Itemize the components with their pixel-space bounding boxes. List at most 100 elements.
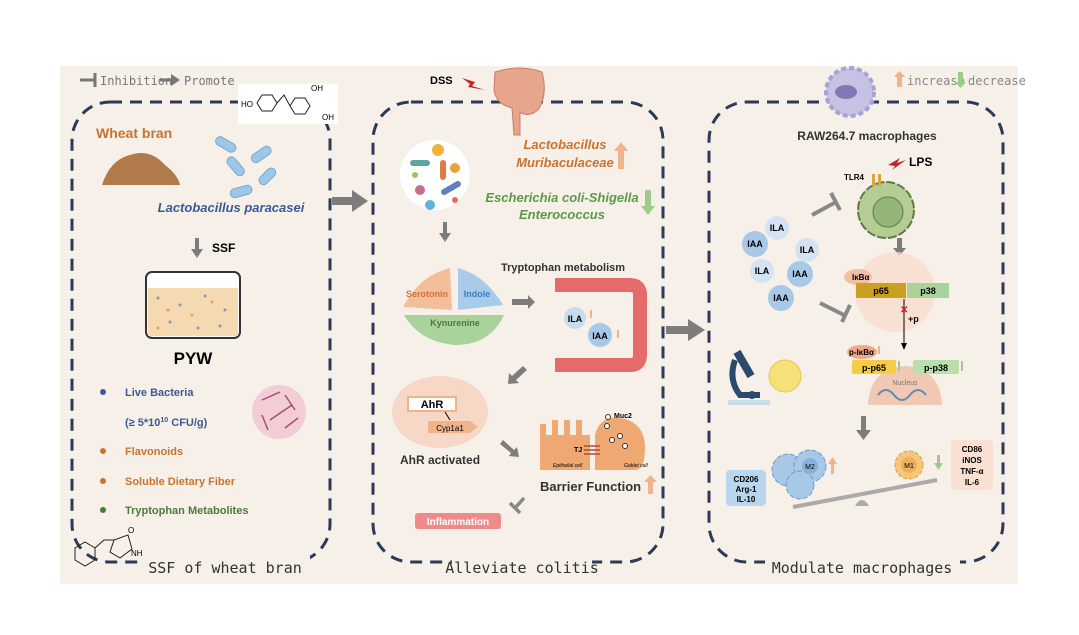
arrow-down-right [500,440,519,457]
increased-taxon-lactobacillus: Lactobacillus [523,137,606,152]
svg-text:M2: M2 [805,464,815,471]
svg-text:CD206: CD206 [734,475,759,484]
svg-text:HO: HO [241,100,253,109]
ahr-activated-label: AhR activated [400,453,480,467]
pyw-label: PYW [174,349,214,368]
increase-arrow-icon [614,142,628,169]
decrease-arrow-icon [958,72,963,84]
macrophage-icon [824,66,876,118]
bacteria-icon [215,136,277,199]
svg-text:TNF-α: TNF-α [960,467,983,476]
panel-macrophage-title: Modulate macrophages [772,559,953,577]
increase-decrease-legend: increase decrease [894,71,1026,88]
ssf-label: SSF [212,241,235,255]
inflammation-label: Inflammation [427,517,489,528]
activated-macrophage-icon [857,174,915,239]
dss-label: DSS [430,75,453,87]
p38-box [907,283,949,298]
lps-lightning-icon [888,158,906,170]
component-fiber: Soluble Dietary Fiber [125,476,236,488]
promote-arrow-1-2 [332,190,368,212]
decreased-taxon-enterococcus: Enterococcus [519,207,605,222]
p-ikba-shape [847,345,877,359]
decrease-arrow-icon [898,361,900,371]
m2-markers-box [726,470,766,506]
svg-text:p65: p65 [873,286,889,296]
svg-text:increase: increase [907,74,965,88]
ikba-shape [844,269,872,285]
chemical-structure-bottom: O NH [74,526,143,567]
wheat-bran-pile-icon [102,152,180,185]
svg-text:ILA: ILA [755,266,770,276]
svg-text:ILA: ILA [568,314,583,324]
barrier-function-label: Barrier Function [540,479,641,494]
arrow-down [439,222,451,242]
pyw-components-list: Live Bacteria (≥ 5*1010 CFU/g) Flavonoid… [100,387,248,517]
m1-markers-box [951,440,993,490]
tlr4-label: TLR4 [844,173,865,182]
intestinal-lumen-icon: ILA IAA [555,278,647,372]
svg-text:Inhibition: Inhibition [100,74,172,88]
decrease-arrow-icon [641,190,655,215]
seesaw-icon [792,478,938,509]
svg-text:Indole: Indole [464,289,491,299]
ahr-activation: AhR Cyp1a1 [392,376,488,448]
m2-macrophages-icon: M2 [771,449,827,500]
tryptophan-pathways: Serotonin Indole Kynurenine [403,268,504,345]
svg-text:Epithelial cell: Epithelial cell [553,463,583,469]
svg-text:TJ: TJ [574,447,582,454]
svg-text:p-p38: p-p38 [924,363,948,373]
svg-text:IL-10: IL-10 [737,495,756,504]
svg-text:p-p65: p-p65 [862,363,886,373]
microscope-icon [728,349,770,405]
svg-text:p38: p38 [920,286,936,296]
p-p38-box [913,360,959,374]
inhibition-arrow [508,496,526,515]
component-cfu: (≥ 5*1010 CFU/g) [125,417,208,429]
chemical-structure-top: HO OH OH [238,84,338,124]
svg-text:OH: OH [311,84,323,93]
svg-text:CD86: CD86 [962,445,983,454]
svg-text:Muc2: Muc2 [614,413,632,420]
intestine-icon [493,67,545,136]
svg-text:IAA: IAA [747,239,763,249]
raw264-label: RAW264.7 macrophages [797,129,937,143]
svg-text:IL-6: IL-6 [965,478,980,487]
bullet-icon [100,507,106,513]
nucleus-shape [868,366,942,405]
x-mark-icon: ✕ [900,305,908,316]
svg-text:AhR: AhR [421,399,444,411]
arrow-right [512,295,535,309]
arrow-down [856,416,871,440]
svg-text:NH: NH [131,549,143,558]
m1-macrophage-icon: M1 [894,450,924,480]
increase-arrow-icon [897,75,902,87]
panel-ssf-title: SSF of wheat bran [148,559,302,577]
panel-colitis-title: Alleviate colitis [445,559,599,577]
arrow-down-left [508,366,527,384]
p-p65-box [852,360,896,374]
panel-ssf-border [70,100,332,564]
arrow-down [893,238,906,256]
increase-arrow-icon [878,346,880,354]
svg-text:Goblet cell: Goblet cell [624,463,649,469]
p65-box [856,283,906,298]
svg-text:M1: M1 [904,463,914,470]
inflammation-badge [415,513,501,529]
decrease-arrow-icon [961,361,963,371]
bullet-icon [100,448,106,454]
svg-text:ILA: ILA [770,223,785,233]
decrease-arrow-icon [934,455,943,470]
svg-text:Arg-1: Arg-1 [736,485,757,494]
intestinal-barrier-icon: TJ Muc2 Epithelial cell Goblet cell [540,413,649,470]
bacteria-micrograph-icon [252,385,306,439]
ikba-label: IκBα [852,273,869,282]
svg-text:Kynurenine: Kynurenine [430,318,480,328]
gut-microbiota-icon [400,140,470,210]
inhibition-arrow [811,192,842,217]
bullet-icon [100,478,106,484]
svg-text:Nucleus: Nucleus [892,380,918,387]
increase-arrow-icon [828,457,837,474]
svg-text:OH: OH [322,113,334,122]
